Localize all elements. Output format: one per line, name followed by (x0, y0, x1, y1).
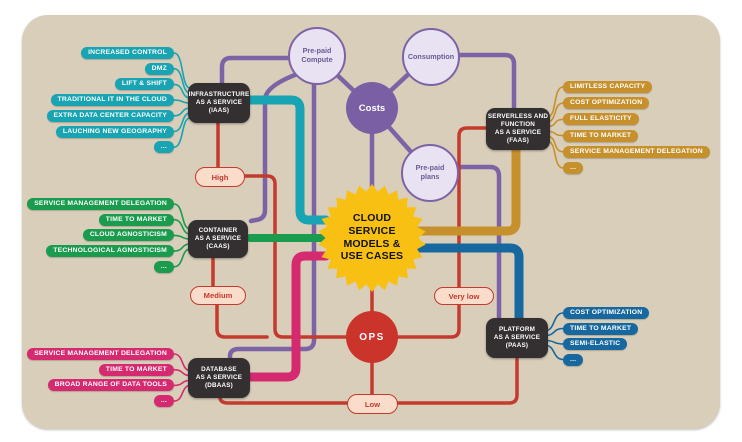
level-low-label: Low (364, 399, 381, 409)
paas-label: (PAAS) (505, 342, 529, 349)
faas-use-case-connector (547, 102, 564, 123)
paas-node[interactable]: PLATFORM AS A SERVICE (PAAS) (486, 318, 548, 358)
caas-use-case-pill[interactable]: SERVICE MANAGEMENT DELEGATION (27, 198, 174, 210)
center-topic: CLOUD SERVICE MODELS & USE CASES (325, 212, 419, 263)
caas-use-case-pill[interactable]: TIME TO MARKET (98, 213, 174, 226)
dbaas-label: DATABASE (201, 366, 237, 373)
edge-consumption-faas (451, 52, 517, 112)
faas-label: FUNCTION (500, 121, 536, 128)
level-low[interactable]: Low (347, 394, 398, 414)
iaas-use-case-pill[interactable]: INCREASED CONTROL (81, 47, 174, 59)
faas-use-case-connector (547, 130, 564, 137)
paas-use-case-pill[interactable]: ... (563, 353, 584, 366)
edge-prepaid-compute-iaas (219, 55, 292, 87)
dbaas-use-case-pill[interactable]: TIME TO MARKET (98, 363, 174, 376)
dbaas-node[interactable]: DATABASE AS A SERVICE (DBAAS) (188, 358, 250, 398)
paas-use-case-connector (545, 339, 564, 345)
dbaas-label: (DBAAS) (205, 382, 233, 389)
costs-node[interactable]: Costs (346, 82, 398, 134)
dbaas-use-case-pill[interactable]: ... (153, 395, 174, 408)
caas-use-case-pill[interactable]: ... (153, 260, 174, 273)
edge-dbaas-low-paas (218, 357, 519, 405)
caas-use-case-pill[interactable]: TECHNOLOGICAL AGNOSTICISM (46, 245, 174, 258)
ops-label: OPS (359, 331, 385, 343)
edge-prepaid-compute-dbaas (227, 77, 317, 362)
prepaid-compute-node[interactable]: Pre-paid Compute (288, 27, 346, 85)
iaas-use-case-pill[interactable]: LAUCHING NEW GEOGRAPHY (55, 125, 174, 138)
prepaid-plans-label: plans (420, 172, 440, 181)
level-medium-label: Medium (203, 291, 233, 300)
faas-use-case-pill[interactable]: SERVICE MANAGEMENT DELEGATION (563, 145, 710, 158)
level-medium[interactable]: Medium (190, 286, 246, 305)
dbaas-use-case-pill[interactable]: SERVICE MANAGEMENT DELEGATION (27, 348, 174, 360)
faas-label: (FAAS) (506, 137, 530, 144)
prepaid-compute-label: Pre-paid (302, 46, 332, 56)
center-topic-line: SERVICE (348, 224, 396, 237)
iaas-use-case-pill[interactable]: DMZ (144, 62, 174, 75)
consumption-label: Consumption (407, 51, 455, 61)
iaas-node[interactable]: INFRASTRUCTURE AS A SERVICE (IAAS) (188, 83, 250, 123)
faas-use-case-connector (547, 135, 564, 153)
prepaid-plans-label: Pre-paid (415, 163, 445, 173)
faas-use-case-pill[interactable]: COST OPTIMIZATION (563, 97, 650, 110)
paas-use-case-pill[interactable]: COST OPTIMIZATION (563, 307, 650, 319)
ops-node[interactable]: OPS (346, 311, 398, 363)
level-very-low-label: Very low (448, 291, 480, 301)
center-topic-line: MODELS & (343, 237, 401, 250)
paas-use-case-connector (545, 312, 564, 332)
iaas-use-case-pill[interactable]: ... (153, 141, 174, 154)
level-high-label: High (211, 172, 229, 182)
center-topic-line: USE CASES (340, 250, 404, 263)
iaas-use-case-pill[interactable]: LIFT & SHIFT (114, 78, 174, 91)
paas-label: PLATFORM (498, 326, 536, 333)
iaas-label: INFRASTRUCTURE (188, 91, 250, 98)
caas-use-case-pill[interactable]: CLOUD AGNOSTICISM (82, 229, 174, 242)
faas-label: SERVERLESS AND (487, 113, 549, 120)
faas-node[interactable]: SERVERLESS AND FUNCTION AS A SERVICE (FA… (486, 108, 550, 150)
paas-use-case-pill[interactable]: TIME TO MARKET (563, 322, 639, 335)
caas-label: (CAAS) (206, 243, 230, 250)
paas-label: AS A SERVICE (493, 334, 541, 341)
costs-label: Costs (358, 102, 386, 114)
caas-node[interactable]: CONTAINER AS A SERVICE (CAAS) (188, 220, 248, 258)
level-high[interactable]: High (195, 167, 245, 187)
center-topic-line: CLOUD (352, 212, 392, 224)
iaas-use-case-connector (173, 52, 191, 89)
faas-use-case-pill[interactable]: TIME TO MARKET (563, 129, 639, 142)
edge-prepaid-plans-paas (450, 164, 502, 322)
edge-faas-center (413, 144, 521, 236)
paas-use-case-pill[interactable]: SEMI-ELASTIC (563, 338, 628, 350)
level-very-low[interactable]: Very low (434, 287, 494, 305)
prepaid-plans-node[interactable]: Pre-paid plans (401, 144, 459, 202)
faas-use-case-pill[interactable]: LIMITLESS CAPACITY (563, 81, 653, 93)
edge-dbaas-center (245, 251, 331, 382)
faas-label: AS A SERVICE (494, 129, 542, 136)
edge-prepaid-compute-caas (248, 69, 306, 224)
caas-label: CONTAINER (198, 227, 238, 234)
iaas-use-case-pill[interactable]: TRADITIONAL IT IN THE CLOUD (50, 94, 174, 107)
prepaid-compute-label: Compute (301, 55, 333, 64)
iaas-label: AS A SERVICE (195, 99, 243, 106)
iaas-label: (IAAS) (208, 107, 230, 114)
edge-iaas-center (245, 95, 331, 225)
edge-medium-ops (215, 302, 269, 339)
edge-high-ops (241, 174, 349, 339)
center-starburst[interactable] (318, 184, 426, 292)
faas-use-case-pill[interactable]: ... (563, 162, 584, 174)
iaas-use-case-pill[interactable]: EXTRA DATA CENTER CAPACITY (46, 109, 174, 122)
edge-paas-center (413, 243, 524, 324)
consumption-node[interactable]: Consumption (402, 28, 460, 86)
dbaas-use-case-pill[interactable]: BROAD RANGE OF DATA TOOLS (47, 379, 174, 392)
caas-label: AS A SERVICE (194, 235, 242, 242)
faas-use-case-pill[interactable]: FULL ELASTICITY (563, 113, 639, 126)
dbaas-label: AS A SERVICE (195, 374, 243, 381)
iaas-use-case-connector (173, 117, 191, 148)
paas-use-case-connector (545, 344, 564, 361)
